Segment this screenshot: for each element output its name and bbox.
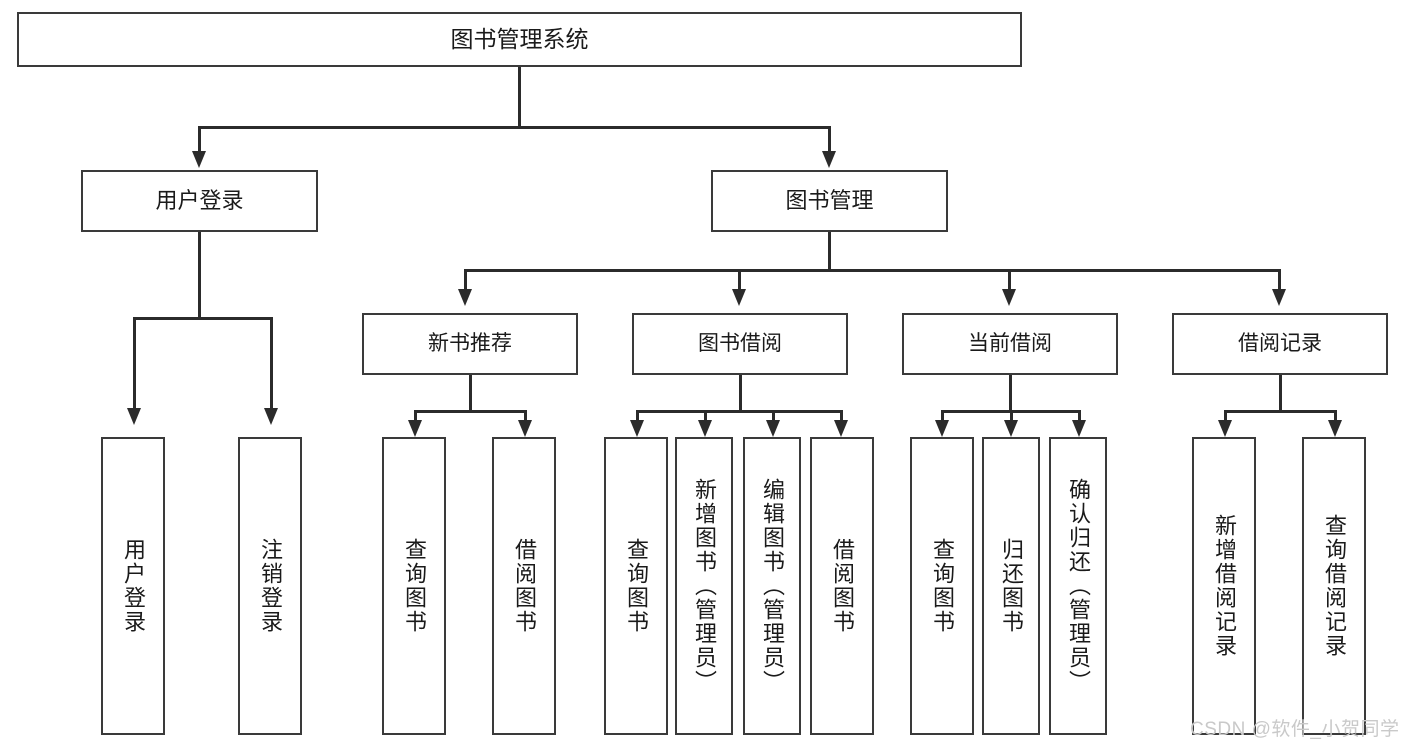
node-label: 图书管理 xyxy=(785,188,874,214)
connector-book-borrow-stem xyxy=(739,375,742,411)
node-label: 归还图书 xyxy=(999,538,1024,634)
connector-cb-to-leaf-2 xyxy=(1010,410,1013,422)
connector-bb-to-leaf-3 xyxy=(772,410,775,422)
connector-root-to-book-management xyxy=(828,126,831,154)
node-label: 编辑图书（管理员） xyxy=(760,478,785,694)
connector-user-login-to-leaf-2 xyxy=(270,317,273,410)
arrow-bm-to-borrow-record xyxy=(1272,289,1286,306)
connector-br-to-leaf-2 xyxy=(1334,410,1337,422)
connector-user-login-to-leaf-1 xyxy=(133,317,136,410)
node-borrow-record[interactable]: 借阅记录 xyxy=(1172,313,1388,375)
connector-bm-to-new-book xyxy=(464,269,467,291)
arrow-root-to-user-login xyxy=(192,151,206,168)
connector-root-stem xyxy=(518,67,521,127)
node-label: 查询图书 xyxy=(930,538,955,634)
node-leaf-edit-book-admin[interactable]: 编辑图书（管理员） xyxy=(743,437,801,735)
arrow-bb-to-leaf-3 xyxy=(766,420,780,437)
arrow-cb-to-leaf-2 xyxy=(1004,420,1018,437)
connector-book-borrow-bar xyxy=(636,410,842,413)
node-leaf-query-book-2[interactable]: 查询图书 xyxy=(604,437,668,735)
node-leaf-borrow-book-2[interactable]: 借阅图书 xyxy=(810,437,874,735)
connector-root-to-user-login xyxy=(198,126,201,154)
node-leaf-confirm-return-admin[interactable]: 确认归还（管理员） xyxy=(1049,437,1107,735)
arrow-root-to-book-management xyxy=(822,151,836,168)
arrow-cb-to-leaf-1 xyxy=(935,420,949,437)
node-label: 借阅图书 xyxy=(830,538,855,634)
arrow-bb-to-leaf-2 xyxy=(698,420,712,437)
node-current-borrow[interactable]: 当前借阅 xyxy=(902,313,1118,375)
arrow-cb-to-leaf-3 xyxy=(1072,420,1086,437)
node-label: 新增借阅记录 xyxy=(1212,514,1237,658)
connector-new-book-to-leaf-1 xyxy=(414,410,417,422)
node-label: 查询图书 xyxy=(624,538,649,634)
arrow-new-book-to-leaf-1 xyxy=(408,420,422,437)
connector-new-book-to-leaf-2 xyxy=(524,410,527,422)
node-label: 用户登录 xyxy=(121,538,146,634)
connector-root-bar xyxy=(198,126,830,129)
node-label: 确认归还（管理员） xyxy=(1066,478,1091,694)
arrow-bm-to-new-book xyxy=(458,289,472,306)
connector-bm-to-book-borrow xyxy=(738,269,741,291)
node-label: 图书管理系统 xyxy=(450,26,589,53)
connector-bb-to-leaf-4 xyxy=(840,410,843,422)
connector-bb-to-leaf-1 xyxy=(636,410,639,422)
node-book-management[interactable]: 图书管理 xyxy=(711,170,948,232)
node-label: 查询借阅记录 xyxy=(1322,514,1347,658)
node-leaf-logout-login[interactable]: 注销登录 xyxy=(238,437,302,735)
arrow-user-login-to-leaf-1 xyxy=(127,408,141,425)
connector-cb-to-leaf-3 xyxy=(1078,410,1081,422)
node-label: 当前借阅 xyxy=(968,331,1052,355)
node-leaf-add-borrow-record[interactable]: 新增借阅记录 xyxy=(1192,437,1256,735)
arrow-user-login-to-leaf-2 xyxy=(264,408,278,425)
node-root-book-management-system[interactable]: 图书管理系统 xyxy=(17,12,1022,67)
node-label: 图书借阅 xyxy=(698,331,782,355)
arrow-bm-to-current-borrow xyxy=(1002,289,1016,306)
connector-book-management-stem xyxy=(828,232,831,270)
node-label: 新增图书（管理员） xyxy=(692,478,717,694)
node-label: 借阅记录 xyxy=(1238,331,1322,355)
node-label: 新书推荐 xyxy=(428,331,512,355)
node-leaf-add-book-admin[interactable]: 新增图书（管理员） xyxy=(675,437,733,735)
node-label: 查询图书 xyxy=(402,538,427,634)
node-label: 借阅图书 xyxy=(512,538,537,634)
node-leaf-borrow-book-1[interactable]: 借阅图书 xyxy=(492,437,556,735)
connector-br-to-leaf-1 xyxy=(1224,410,1227,422)
node-label: 用户登录 xyxy=(155,188,244,214)
arrow-bb-to-leaf-4 xyxy=(834,420,848,437)
connector-bb-to-leaf-2 xyxy=(704,410,707,422)
connector-bm-to-borrow-record xyxy=(1278,269,1281,291)
connector-current-borrow-stem xyxy=(1009,375,1012,411)
node-leaf-query-book-3[interactable]: 查询图书 xyxy=(910,437,974,735)
node-label: 注销登录 xyxy=(258,538,283,634)
node-new-book-recommend[interactable]: 新书推荐 xyxy=(362,313,578,375)
connector-user-login-bar xyxy=(133,317,272,320)
node-user-login[interactable]: 用户登录 xyxy=(81,170,318,232)
connector-new-book-stem xyxy=(469,375,472,411)
node-leaf-return-book[interactable]: 归还图书 xyxy=(982,437,1040,735)
arrow-bb-to-leaf-1 xyxy=(630,420,644,437)
connector-borrow-record-stem xyxy=(1279,375,1282,411)
connector-bm-to-current-borrow xyxy=(1008,269,1011,291)
node-book-borrow[interactable]: 图书借阅 xyxy=(632,313,848,375)
arrow-new-book-to-leaf-2 xyxy=(518,420,532,437)
connector-book-management-bar xyxy=(464,269,1280,272)
arrow-br-to-leaf-2 xyxy=(1328,420,1342,437)
arrow-br-to-leaf-1 xyxy=(1218,420,1232,437)
node-leaf-user-login[interactable]: 用户登录 xyxy=(101,437,165,735)
connector-user-login-stem xyxy=(198,232,201,318)
csdn-watermark: CSDN @软件_小贺同学 xyxy=(1190,719,1400,740)
node-leaf-query-book-1[interactable]: 查询图书 xyxy=(382,437,446,735)
connector-cb-to-leaf-1 xyxy=(941,410,944,422)
connector-new-book-bar xyxy=(414,410,526,413)
arrow-bm-to-book-borrow xyxy=(732,289,746,306)
connector-borrow-record-bar xyxy=(1224,410,1336,413)
node-leaf-query-borrow-record[interactable]: 查询借阅记录 xyxy=(1302,437,1366,735)
